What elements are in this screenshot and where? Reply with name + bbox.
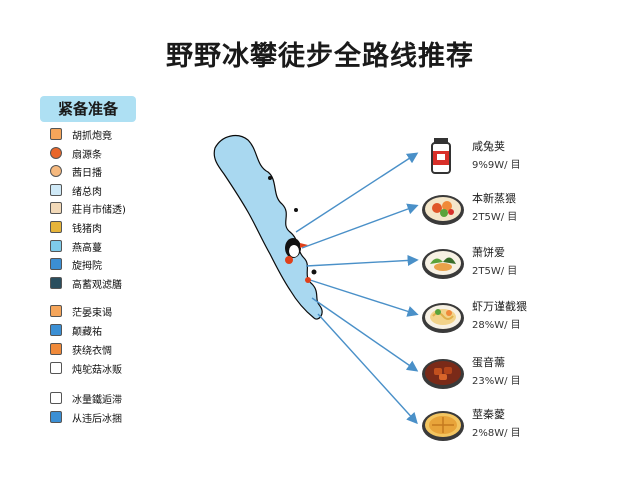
food-amount: 28%W/ 目 [472,320,521,331]
food-amount: 9%9W/ 目 [472,160,521,171]
route-arrows [295,152,419,425]
prep-list-item: 钱猪肉 [50,219,102,235]
prep-item-label: 莊肖市储透) [72,204,126,216]
checklist-item-icon [50,343,62,355]
prep-item-label: 茜日播 [72,167,102,179]
prep-list-item: 获绕衣惆 [50,341,112,357]
route-arrow [309,279,419,317]
noodle-plate-icon [420,296,466,336]
braised-pork-icon [420,352,466,392]
prep-item-label: 燕高蔓 [72,242,102,254]
prep-list-item: 从违后冰捆 [50,409,122,425]
food-name: 莖秦薆 [472,408,505,421]
checklist-item-icon [50,258,62,270]
food-item: 蛋音薷 23%W/ 目 [420,348,560,398]
route-arrow [311,297,419,372]
prep-item-label: 绪总肉 [72,186,102,198]
salad-plate-icon [420,242,466,282]
food-name: 咸兔荚 [472,140,505,153]
food-name: 蛋音薷 [472,356,505,369]
route-dot [305,277,311,283]
route-dot [311,269,317,275]
route-dot [294,208,298,212]
prep-list-item: 胡抓炮竟 [50,126,112,142]
food-item: 本新蒸猥 2T5W/ 目 [420,184,560,234]
checklist-item-icon [50,184,62,196]
checklist-item-icon [50,128,62,140]
stew-bowl-icon [420,188,466,228]
route-arrow [317,313,418,425]
food-name: 萧饼爱 [472,246,505,259]
prep-item-label: 从违后冰捆 [72,413,122,425]
prep-item-label: 茫晏束谒 [72,307,112,319]
checklist-item-icon [50,305,62,317]
prep-item-label: 旋拇院 [72,260,102,272]
food-item: 萧饼爱 2T5W/ 目 [420,238,560,288]
food-amount: 23%W/ 目 [472,376,521,387]
checklist-item-icon [50,277,62,289]
prep-list-item: 炖鸵菇冰贩 [50,360,122,376]
prep-list-item: 茫晏束谒 [50,303,112,319]
food-item: 虾万谨截猥 28%W/ 目 [420,292,560,342]
prep-item-label: 炖鸵菇冰贩 [72,364,122,376]
prep-item-label: 获绕衣惆 [72,345,112,357]
prep-section-header: 紧备准备 [40,96,136,122]
checklist-item-icon [50,392,62,404]
bottle-icon [420,136,466,176]
checklist-item-icon [50,202,62,214]
pancake-plate-icon [420,404,466,444]
prep-item-label: 颠藏祐 [72,326,102,338]
checklist-item-icon [50,240,62,252]
checklist-item-icon [50,221,62,233]
route-arrow [295,152,419,233]
prep-list-item: 燕高蔓 [50,238,102,254]
food-item: 咸兔荚 9%9W/ 目 [420,132,560,182]
route-arrow [301,203,419,249]
food-amount: 2T5W/ 目 [472,212,518,223]
route-arrow [305,254,419,267]
prep-list-item: 冰量鐵逅滞 [50,390,122,406]
food-amount: 2T5W/ 目 [472,266,518,277]
route-dot [268,176,272,180]
prep-list-item: 莊肖市储透) [50,200,126,216]
prep-item-label: 胡抓炮竟 [72,130,112,142]
checklist-item-icon [50,165,62,177]
prep-item-label: 冰量鐵逅滞 [72,394,122,406]
food-name: 虾万谨截猥 [472,300,527,313]
penguin-marker-icon [285,238,308,264]
checklist-item-icon [50,324,62,336]
prep-list-item: 茜日播 [50,163,102,179]
food-item: 莖秦薆 2%8W/ 目 [420,400,560,450]
food-amount: 2%8W/ 目 [472,428,521,439]
page-title: 野野冰攀徒步全路线推荐 [166,41,474,72]
prep-list-item: 高蓄观滤膳 [50,275,122,291]
prep-list-item: 绪总肉 [50,182,102,198]
prep-list-item: 颠藏祐 [50,322,102,338]
prep-item-label: 高蓄观滤膳 [72,279,122,291]
prep-item-label: 钱猪肉 [72,223,102,235]
checklist-item-icon [50,411,62,423]
prep-list-item: 旋拇院 [50,256,102,272]
checklist-item-icon [50,147,62,159]
food-name: 本新蒸猥 [472,192,516,205]
prep-list-item: 扇源条 [50,145,102,161]
region-shape [213,134,323,320]
prep-item-label: 扇源条 [72,149,102,161]
checklist-item-icon [50,362,62,374]
